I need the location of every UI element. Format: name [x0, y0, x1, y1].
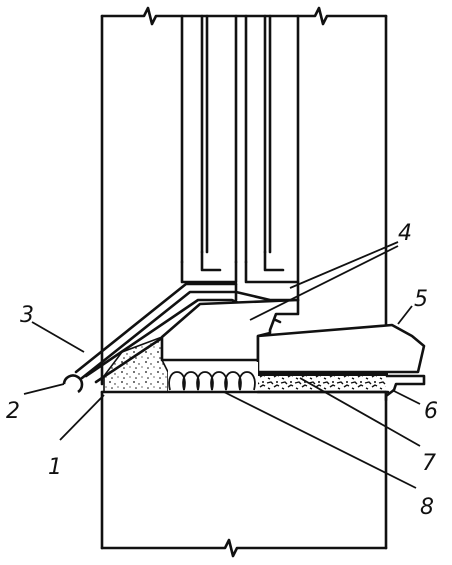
window-board — [256, 323, 426, 374]
base-slab — [100, 390, 390, 558]
label-5: 5 — [414, 287, 428, 312]
label-1: 1 — [48, 455, 62, 480]
mortar-fill-left — [103, 335, 169, 393]
frame-bottom-block — [160, 298, 300, 362]
label-2: 2 — [6, 399, 20, 424]
leader-lines — [23, 241, 421, 489]
callout-labels: 1 2 3 4 5 6 7 8 — [6, 221, 438, 520]
label-7: 7 — [422, 451, 436, 476]
label-8: 8 — [420, 495, 434, 520]
mortar-joint-right — [256, 372, 390, 394]
label-4: 4 — [398, 221, 412, 246]
insulation-coil — [168, 362, 258, 392]
label-6: 6 — [424, 399, 438, 424]
sill-ledge — [385, 374, 426, 398]
label-3: 3 — [20, 303, 34, 328]
window-sash-frames — [180, 14, 300, 302]
